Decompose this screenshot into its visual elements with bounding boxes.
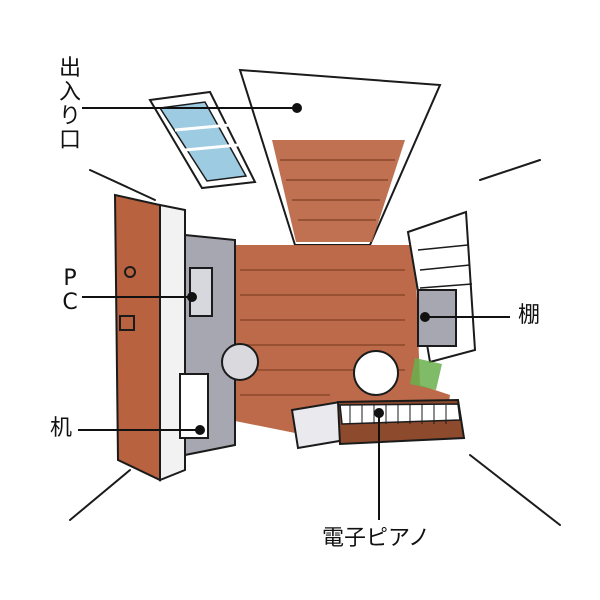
entrance-label-char-1: 出 (58, 56, 81, 81)
shelf-label: 棚 (518, 303, 541, 328)
entrance-label-char-4: 口 (58, 128, 81, 153)
left-wall (113, 193, 186, 482)
pc-label: P C (58, 268, 82, 316)
wall-lines (69, 159, 561, 526)
shelf-structure (353, 210, 477, 396)
entrance-label: 出 入 り 口 (58, 58, 82, 154)
entrance-label-char-3: り (58, 104, 81, 129)
shelf-leader (420, 312, 510, 322)
pc-label-char-2: C (62, 290, 78, 315)
piano-label: 電子ピアノ (322, 526, 431, 551)
entrance-label-char-2: 入 (58, 80, 81, 105)
piano-structure (290, 398, 466, 450)
desk-label: 机 (50, 416, 73, 441)
piano-leader (374, 408, 384, 520)
pc-leader (82, 292, 197, 302)
desk-leader (78, 425, 205, 435)
pc-label-char-1: P (63, 266, 77, 291)
window (148, 90, 257, 190)
entrance-floor (238, 68, 442, 246)
entrance-leader (82, 103, 302, 113)
desk-structure (179, 233, 259, 457)
